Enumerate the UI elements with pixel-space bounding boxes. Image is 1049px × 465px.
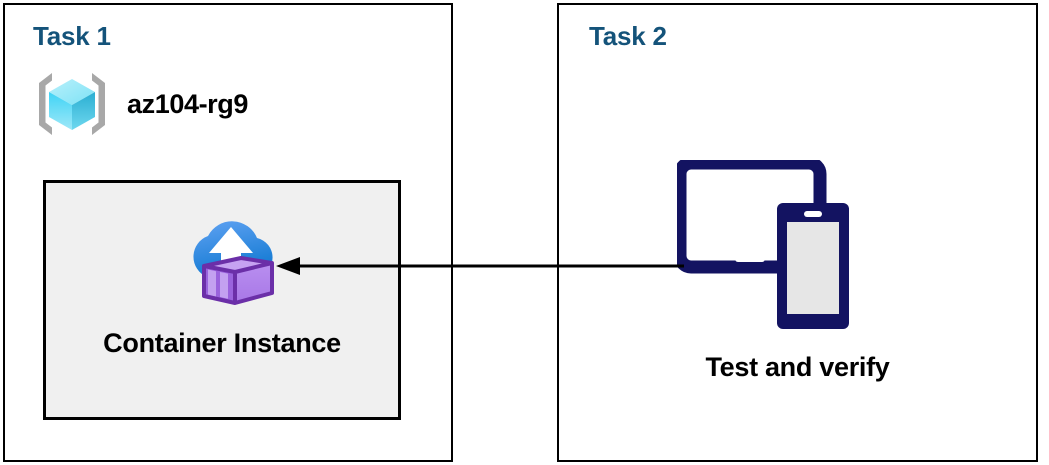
- resource-group-icon: [39, 73, 105, 135]
- panel-title-task-2: Task 2: [589, 21, 667, 51]
- container-instance-label: Container Instance: [103, 328, 341, 358]
- devices-icon: [677, 160, 849, 329]
- resource-group-label: az104-rg9: [127, 88, 248, 119]
- devices-label: Test and verify: [705, 352, 890, 382]
- resource-group-row: az104-rg9: [33, 65, 248, 143]
- panel-title-task-1: Task 1: [33, 21, 111, 51]
- resource-box-container-instance: Container Instance: [43, 180, 401, 420]
- panel-task-1: Task 1: [3, 3, 453, 462]
- container-instance-icon: [193, 221, 274, 305]
